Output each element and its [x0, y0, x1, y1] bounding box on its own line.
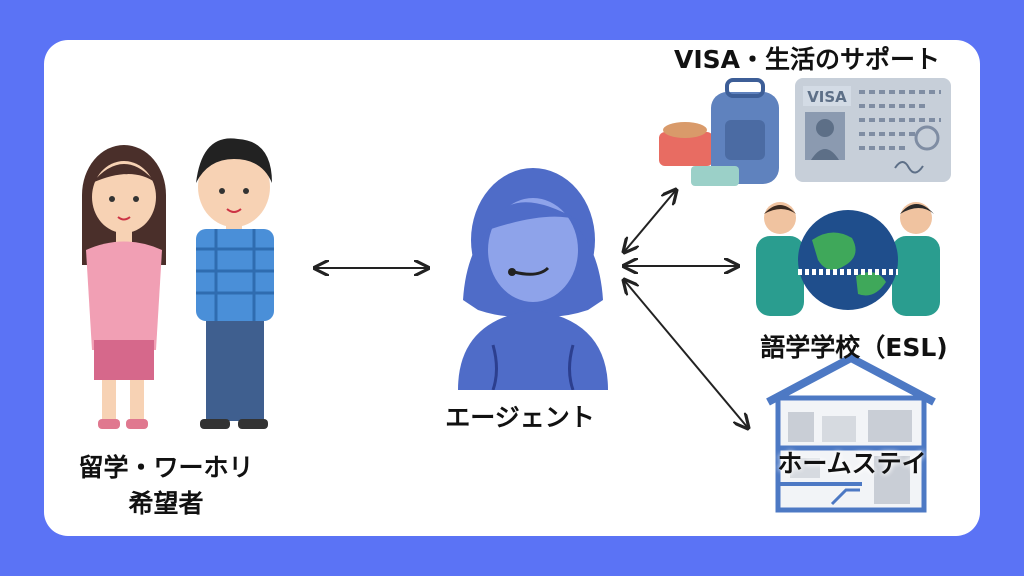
agent-label: エージェント: [445, 403, 595, 432]
language-school-illustration: [756, 202, 940, 316]
language-school-label: 語学学校（ESL): [760, 333, 948, 362]
man-icon: [196, 138, 274, 429]
visa-illustration: VISA: [659, 78, 951, 186]
applicant-label-line2: 希望者: [128, 489, 204, 518]
headset-operator-icon: [458, 168, 608, 390]
arrow-agent-visa: [624, 190, 676, 252]
homestay-illustration: [766, 354, 936, 513]
agent-illustration: [458, 168, 608, 390]
visa-support-label: VISA・生活のサポート: [673, 45, 940, 74]
arrow-agent-homestay: [624, 280, 748, 428]
globe-people-icon: [756, 202, 940, 316]
applicants-illustration: [82, 138, 274, 429]
applicant-label-line1: 留学・ワーホリ: [78, 453, 254, 482]
woman-icon: [82, 145, 166, 429]
luggage-icon: [659, 78, 779, 186]
house-icon: [766, 354, 936, 513]
visa-card-text: VISA: [807, 88, 847, 106]
visa-card-icon: VISA: [795, 78, 951, 182]
homestay-label: ホームステイ: [777, 449, 927, 478]
